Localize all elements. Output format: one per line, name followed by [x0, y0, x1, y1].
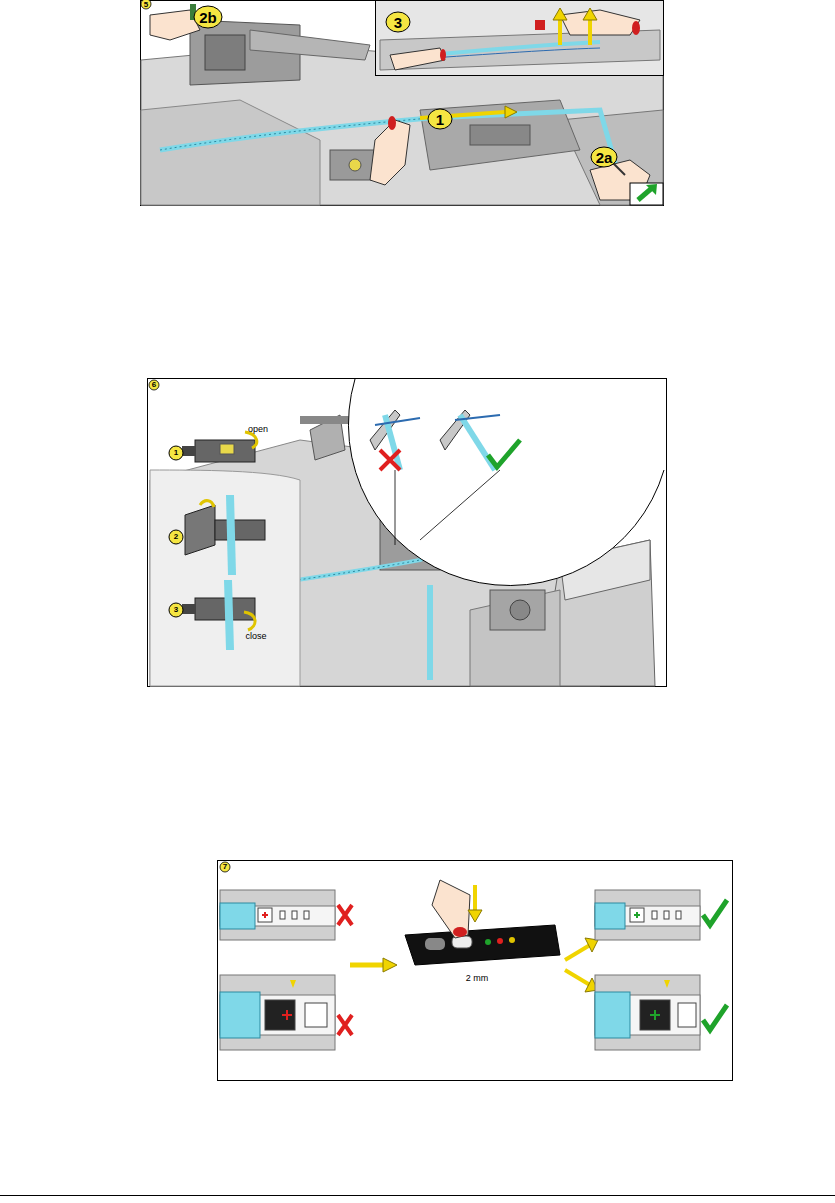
callout-number: 5 [144, 1, 148, 9]
callout-number: 2 [174, 533, 178, 541]
panel-6 [148, 379, 667, 687]
callout-number: 7 [223, 863, 227, 871]
callout-number: 6 [152, 381, 156, 389]
callout-number: 1 [174, 449, 178, 457]
panel-5 [141, 0, 664, 206]
footer-rule [0, 1195, 835, 1196]
callout-number: 2b [199, 10, 217, 25]
annotation-label: close [245, 632, 266, 641]
callout-number: 1 [436, 112, 444, 127]
callout-number: 3 [174, 606, 178, 614]
callout-number: 3 [394, 15, 402, 30]
callout-number: 2a [596, 150, 613, 165]
panel-7 [218, 861, 733, 1081]
annotation-label: open [248, 425, 268, 434]
annotation-label: 2 mm [466, 974, 489, 983]
